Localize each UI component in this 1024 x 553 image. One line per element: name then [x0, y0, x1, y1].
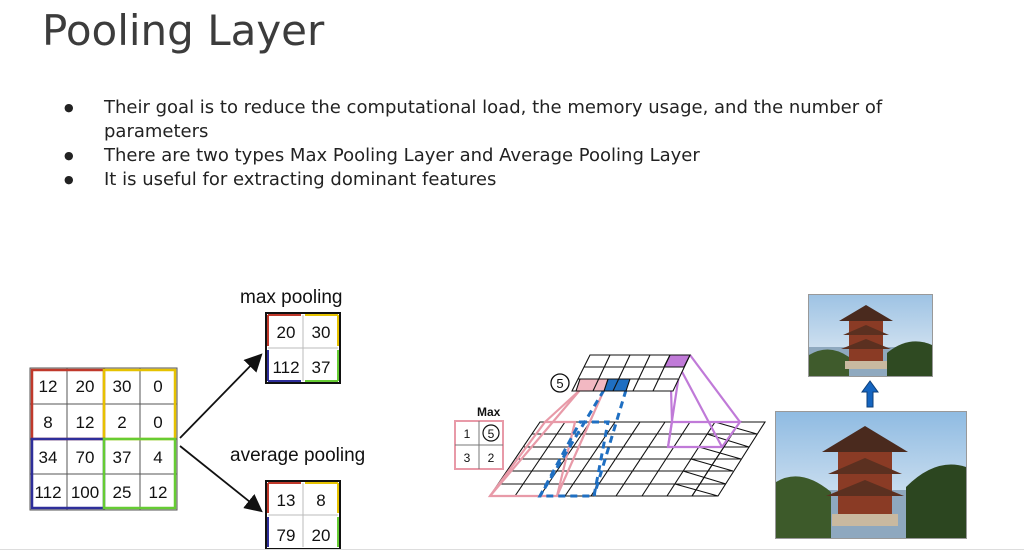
matrix-cell: 2	[117, 413, 126, 432]
max-pooling-label: max pooling	[240, 287, 342, 308]
average-cell: 8	[316, 491, 325, 510]
matrix-cell: 12	[39, 377, 58, 396]
matrix-cell: 70	[76, 448, 95, 467]
window-cell: 5	[488, 427, 495, 441]
max-cell: 20	[277, 323, 296, 342]
output-value-circle	[550, 373, 570, 393]
bullet-item: There are two types Max Pooling Layer an…	[62, 144, 962, 168]
matrix-cell: 4	[153, 448, 162, 467]
matrix-cell: 25	[113, 483, 132, 502]
average-pooling-label: average pooling	[230, 445, 365, 466]
matrix-cell: 30	[113, 377, 132, 396]
max-cell: 112	[272, 358, 299, 377]
layer-diagram: 5 Max 1 5 3 2	[454, 354, 767, 498]
max-pooling-result: 20 30 112 37	[265, 312, 341, 384]
average-cell: 20	[312, 526, 331, 545]
matrix-cell: 34	[39, 448, 58, 467]
bullet-item: It is useful for extracting dominant fea…	[62, 168, 962, 192]
matrix-cell: 37	[113, 448, 132, 467]
up-arrow-icon	[861, 380, 879, 408]
average-cell: 13	[277, 491, 296, 510]
max-value-circle	[482, 424, 500, 442]
input-photo	[775, 411, 967, 539]
quadrant-bottom-right	[102, 437, 177, 510]
matrix-cell: 100	[71, 483, 99, 502]
output-layer-grid	[571, 354, 691, 392]
pooled-photo	[808, 294, 933, 377]
matrix-cell: 0	[153, 377, 162, 396]
matrix-cell: 20	[76, 377, 95, 396]
arrow-to-average	[179, 445, 263, 513]
max-cell: 30	[312, 323, 331, 342]
output-value: 5	[556, 376, 563, 391]
matrix-cell: 12	[149, 483, 168, 502]
matrix-cell: 112	[34, 483, 61, 502]
matrix-cell: 8	[43, 413, 52, 432]
window-cell: 3	[464, 451, 471, 465]
max-window-label: Max	[477, 405, 501, 419]
matrix-cell: 0	[153, 413, 162, 432]
bullet-list: Their goal is to reduce the computationa…	[62, 96, 962, 192]
window-cell: 2	[488, 451, 495, 465]
input-layer-grid	[488, 421, 767, 497]
window-cell: 1	[464, 427, 471, 441]
max-cell: 37	[312, 358, 331, 377]
average-pooling-result: 13 8 79 20	[265, 480, 341, 550]
slide-divider	[0, 549, 1024, 550]
matrix-cell: 12	[76, 413, 95, 432]
arrow-to-max	[179, 353, 263, 439]
input-matrix: 12 20 30 0 8 12 2 0 34 70 37 4 112 100 2…	[29, 367, 178, 511]
bullet-item: Their goal is to reduce the computationa…	[62, 96, 962, 144]
slide-title: Pooling Layer	[42, 6, 325, 55]
average-cell: 79	[277, 526, 296, 545]
